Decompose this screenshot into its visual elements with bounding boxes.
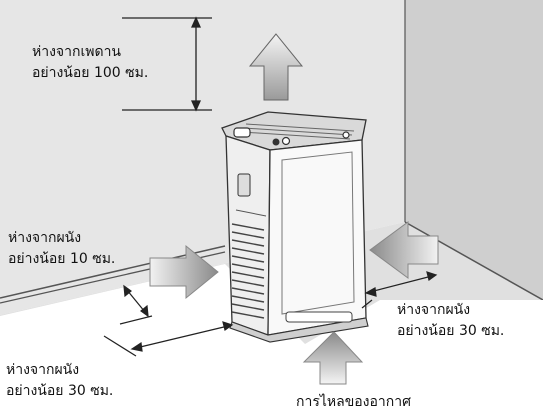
indicator-dot <box>342 131 350 139</box>
sensor-dark <box>272 138 280 146</box>
right-clearance-marker <box>361 271 438 309</box>
ceiling-clearance-label: ห่างจากเพดาน อย่างน้อย 100 ซม. <box>32 42 148 84</box>
front-clearance-line1: ห่างจากผนัง <box>6 362 80 378</box>
airflow-up-arrow <box>248 33 304 101</box>
ceiling-clearance-line1: ห่างจากเพดาน <box>32 44 122 60</box>
side-control <box>237 173 251 197</box>
airflow-bottom-arrow <box>302 331 364 385</box>
side-intake-grille <box>231 223 265 319</box>
front-clearance-label: ห่างจากผนัง อย่างน้อย 30 ซม. <box>6 360 113 402</box>
ceiling-clearance-line2: อย่างน้อย 100 ซม. <box>32 65 149 81</box>
airflow-left-arrow <box>149 244 219 300</box>
left-clearance-marker <box>119 284 153 325</box>
front-clearance-line2: อย่างน้อย 30 ซม. <box>6 383 114 399</box>
device-base <box>229 317 369 343</box>
front-clearance-marker <box>103 321 234 357</box>
air-purifier <box>221 111 369 343</box>
sensor-ring <box>281 136 291 146</box>
airflow-right-arrow <box>369 221 439 279</box>
left-wall-clearance-line1: ห่างจากผนัง <box>8 230 82 246</box>
ceiling-clearance-marker <box>122 16 212 112</box>
right-wall-clearance-label: ห่างจากผนัง อย่างน้อย 30 ซม. <box>397 300 504 342</box>
left-wall-clearance-label: ห่างจากผนัง อย่างน้อย 10 ซม. <box>8 228 115 270</box>
airflow-label: การไหลของอากาศ <box>296 394 412 410</box>
handle <box>233 127 251 138</box>
top-grille <box>241 123 355 140</box>
right-wall-clearance-line1: ห่างจากผนัง <box>397 302 471 318</box>
device-front <box>267 139 367 336</box>
back-wall <box>405 0 543 300</box>
bottom-slot <box>285 311 353 323</box>
right-wall-clearance-line2: อย่างน้อย 30 ซม. <box>397 323 505 339</box>
left-wall-clearance-line2: อย่างน้อย 10 ซม. <box>8 251 116 267</box>
front-panel-inset <box>281 151 355 315</box>
